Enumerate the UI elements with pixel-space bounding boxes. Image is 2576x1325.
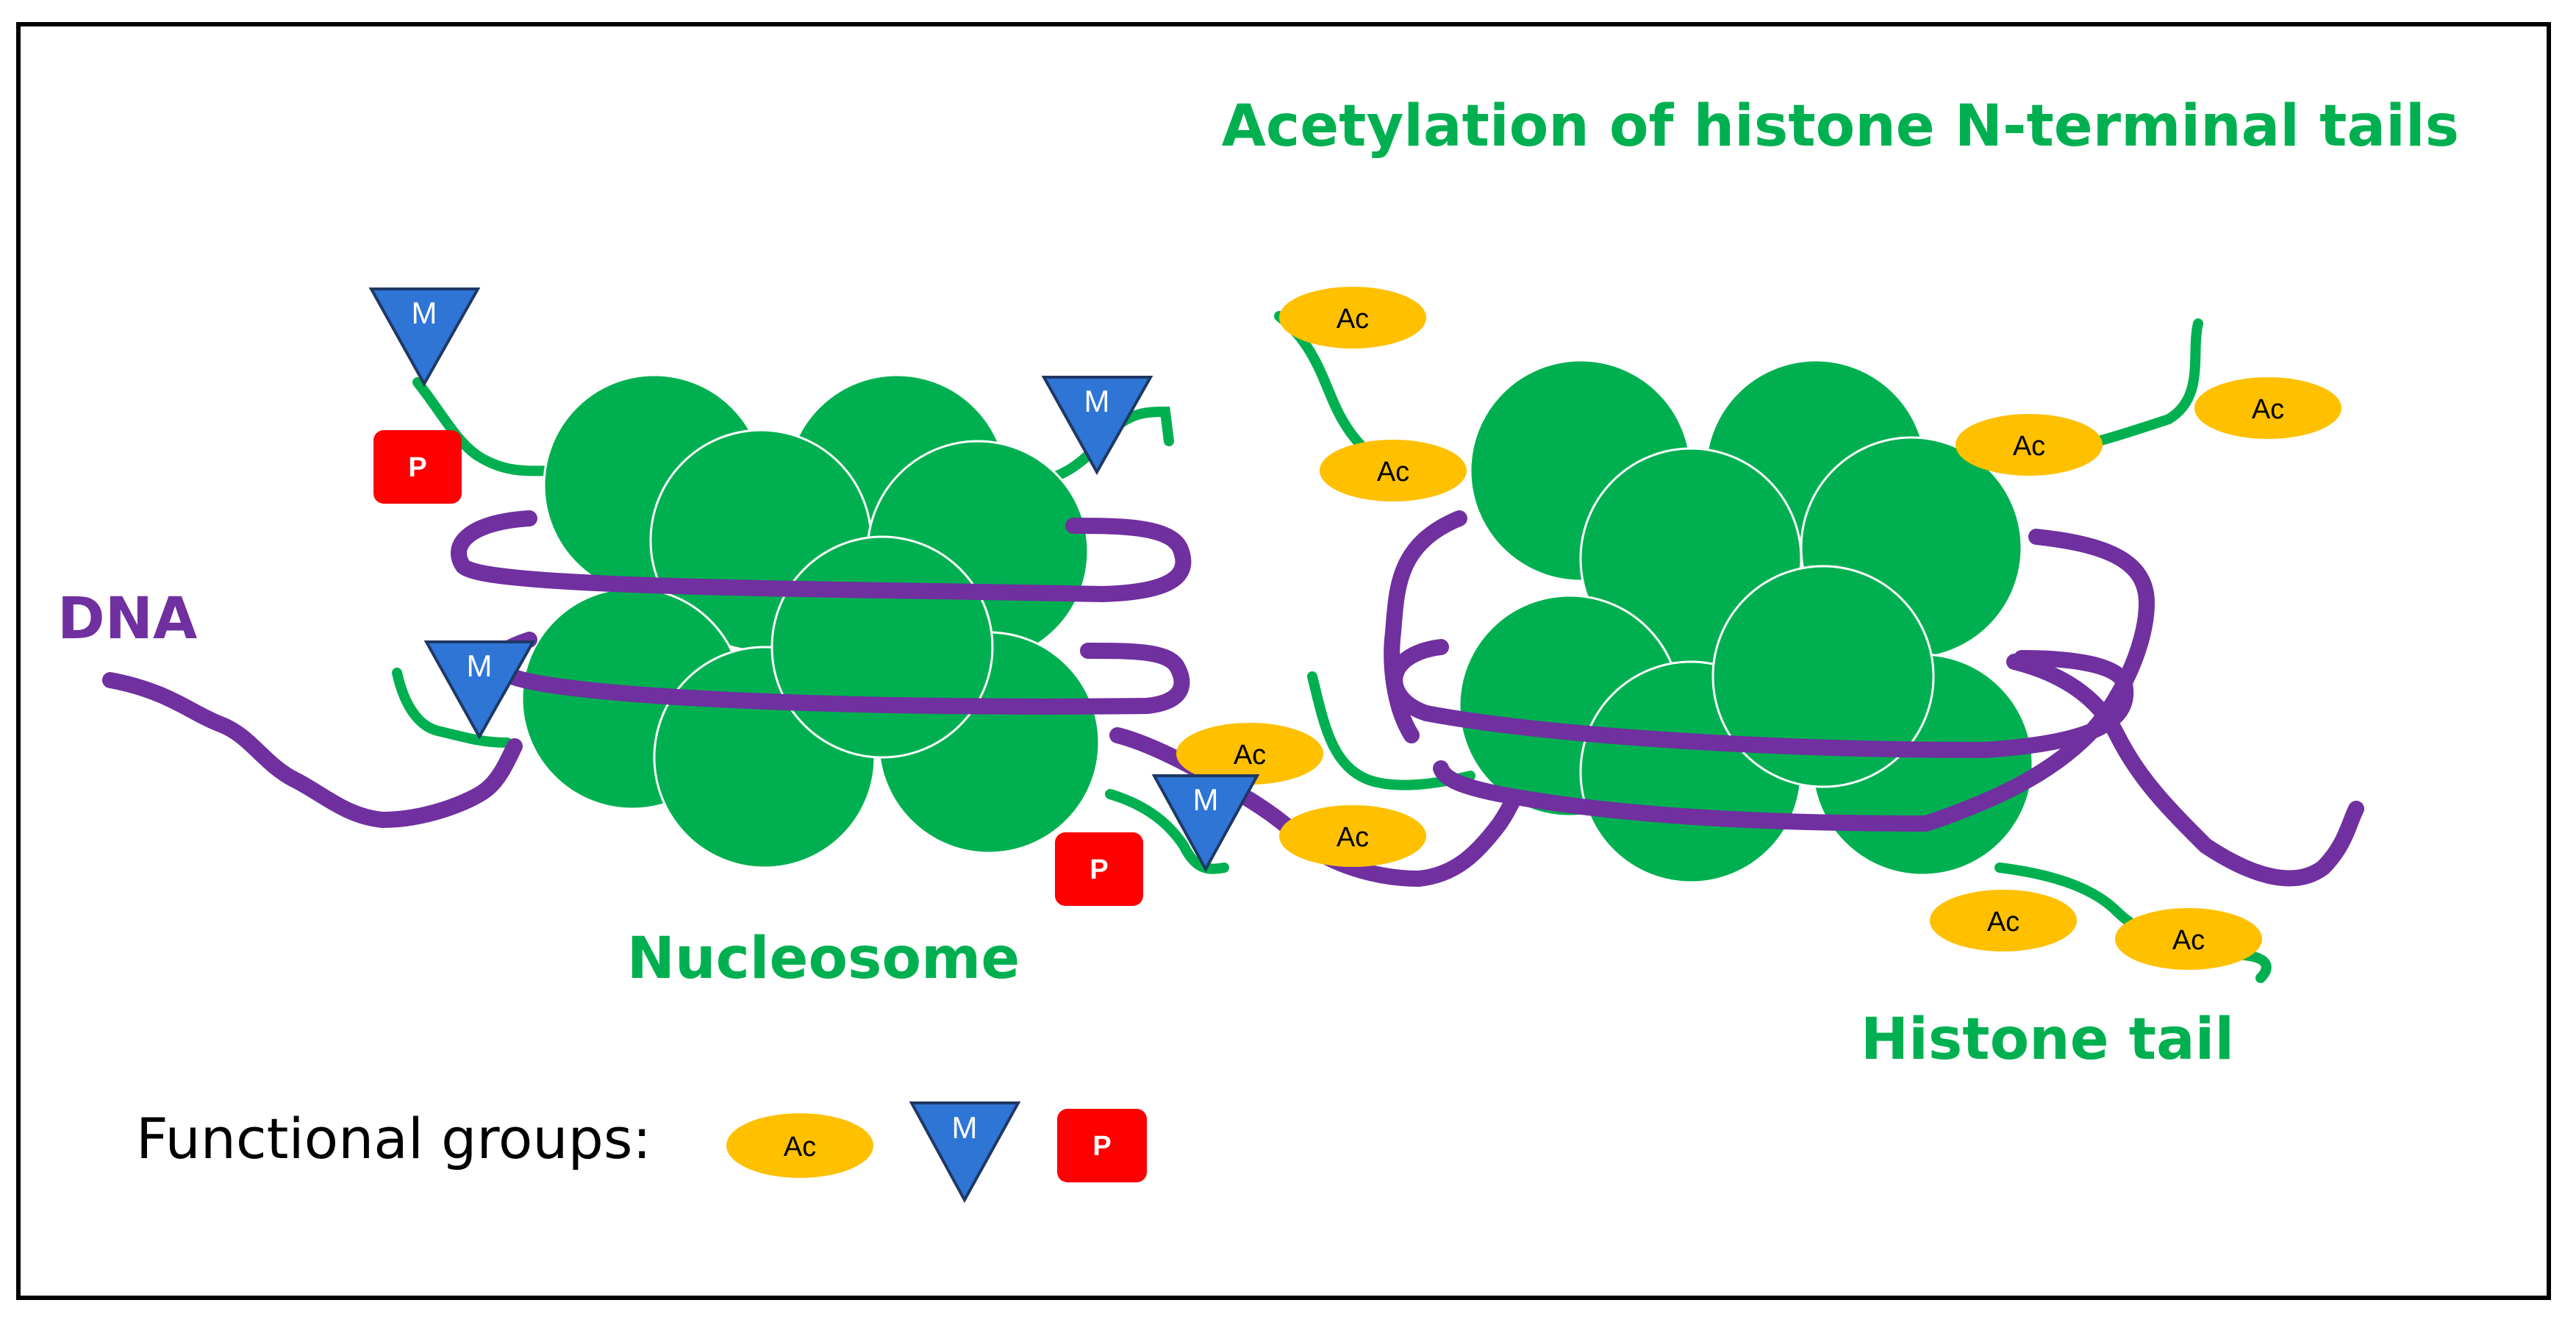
histone-tail <box>412 377 564 476</box>
histone-tail <box>1307 671 1475 790</box>
svg-text:P: P <box>1090 854 1108 885</box>
svg-text:Ac: Ac <box>1337 304 1369 335</box>
phospho-mark: P <box>1055 832 1143 906</box>
acetyl-mark: Ac <box>1320 440 1467 501</box>
acetyl-marks: Ac Ac Ac Ac Ac Ac <box>1176 287 2341 970</box>
acetyl-mark: Ac <box>1956 414 2103 476</box>
figure-frame <box>16 22 2551 1300</box>
acetyl-mark: Ac <box>2115 908 2262 970</box>
dna-strand <box>1433 529 2155 832</box>
legend-acetyl: Ac <box>726 1113 873 1178</box>
svg-text:Ac: Ac <box>1377 457 1409 488</box>
histone-core <box>1711 565 1935 788</box>
histone-tail <box>392 668 512 748</box>
svg-text:Ac: Ac <box>1337 822 1369 853</box>
svg-text:P: P <box>1092 1131 1111 1162</box>
acetyl-mark: Ac <box>1279 805 1426 867</box>
acetyl-mark: Ac <box>2194 377 2341 439</box>
right-nucleosome <box>1274 311 2364 983</box>
left-histone-octamer <box>520 374 1101 869</box>
svg-text:M: M <box>1084 384 1110 418</box>
dna-strand <box>102 672 523 828</box>
legend-methyl: M <box>909 1101 1021 1204</box>
svg-text:Ac: Ac <box>1234 740 1266 771</box>
svg-text:M: M <box>952 1110 978 1145</box>
nucleosome-label: Nucleosome <box>627 926 1020 992</box>
svg-text:Ac: Ac <box>2172 925 2205 956</box>
svg-text:Ac: Ac <box>2252 394 2284 425</box>
left-nucleosome <box>102 374 1530 887</box>
right-dna-wrap <box>1384 510 2364 887</box>
acetyl-mark: Ac <box>1176 723 1323 785</box>
functional-groups-legend: Functional groups: Ac M P <box>136 1101 1147 1204</box>
methyl-marks: M M M M <box>368 288 1260 873</box>
dna-strand <box>2006 654 2364 887</box>
acetyl-mark: Ac <box>1279 287 1426 349</box>
histone-core <box>770 535 994 759</box>
phospho-marks: P P <box>373 430 1143 906</box>
methyl-mark: M <box>368 288 481 388</box>
svg-text:M: M <box>1193 782 1219 817</box>
svg-text:M: M <box>467 649 493 683</box>
methyl-mark: M <box>1041 376 1153 476</box>
methyl-mark: M <box>1151 774 1260 873</box>
svg-text:Ac: Ac <box>784 1132 816 1162</box>
methyl-mark: M <box>423 640 536 740</box>
svg-text:Ac: Ac <box>1987 907 2019 938</box>
diagram-title: Acetylation of histone N-terminal tails <box>1222 93 2459 160</box>
legend-phospho: P <box>1057 1109 1147 1182</box>
phospho-mark: P <box>373 430 462 504</box>
svg-text:M: M <box>412 296 437 330</box>
right-histone-octamer <box>1458 359 2034 884</box>
histone-tail-label: Histone tail <box>1861 1007 2234 1073</box>
dna-label: DNA <box>57 586 197 652</box>
svg-text:P: P <box>408 452 426 483</box>
dna-strand <box>451 510 1192 602</box>
svg-text:Ac: Ac <box>2013 431 2045 462</box>
legend-label: Functional groups: <box>136 1106 651 1171</box>
acetyl-mark: Ac <box>1930 890 2077 951</box>
